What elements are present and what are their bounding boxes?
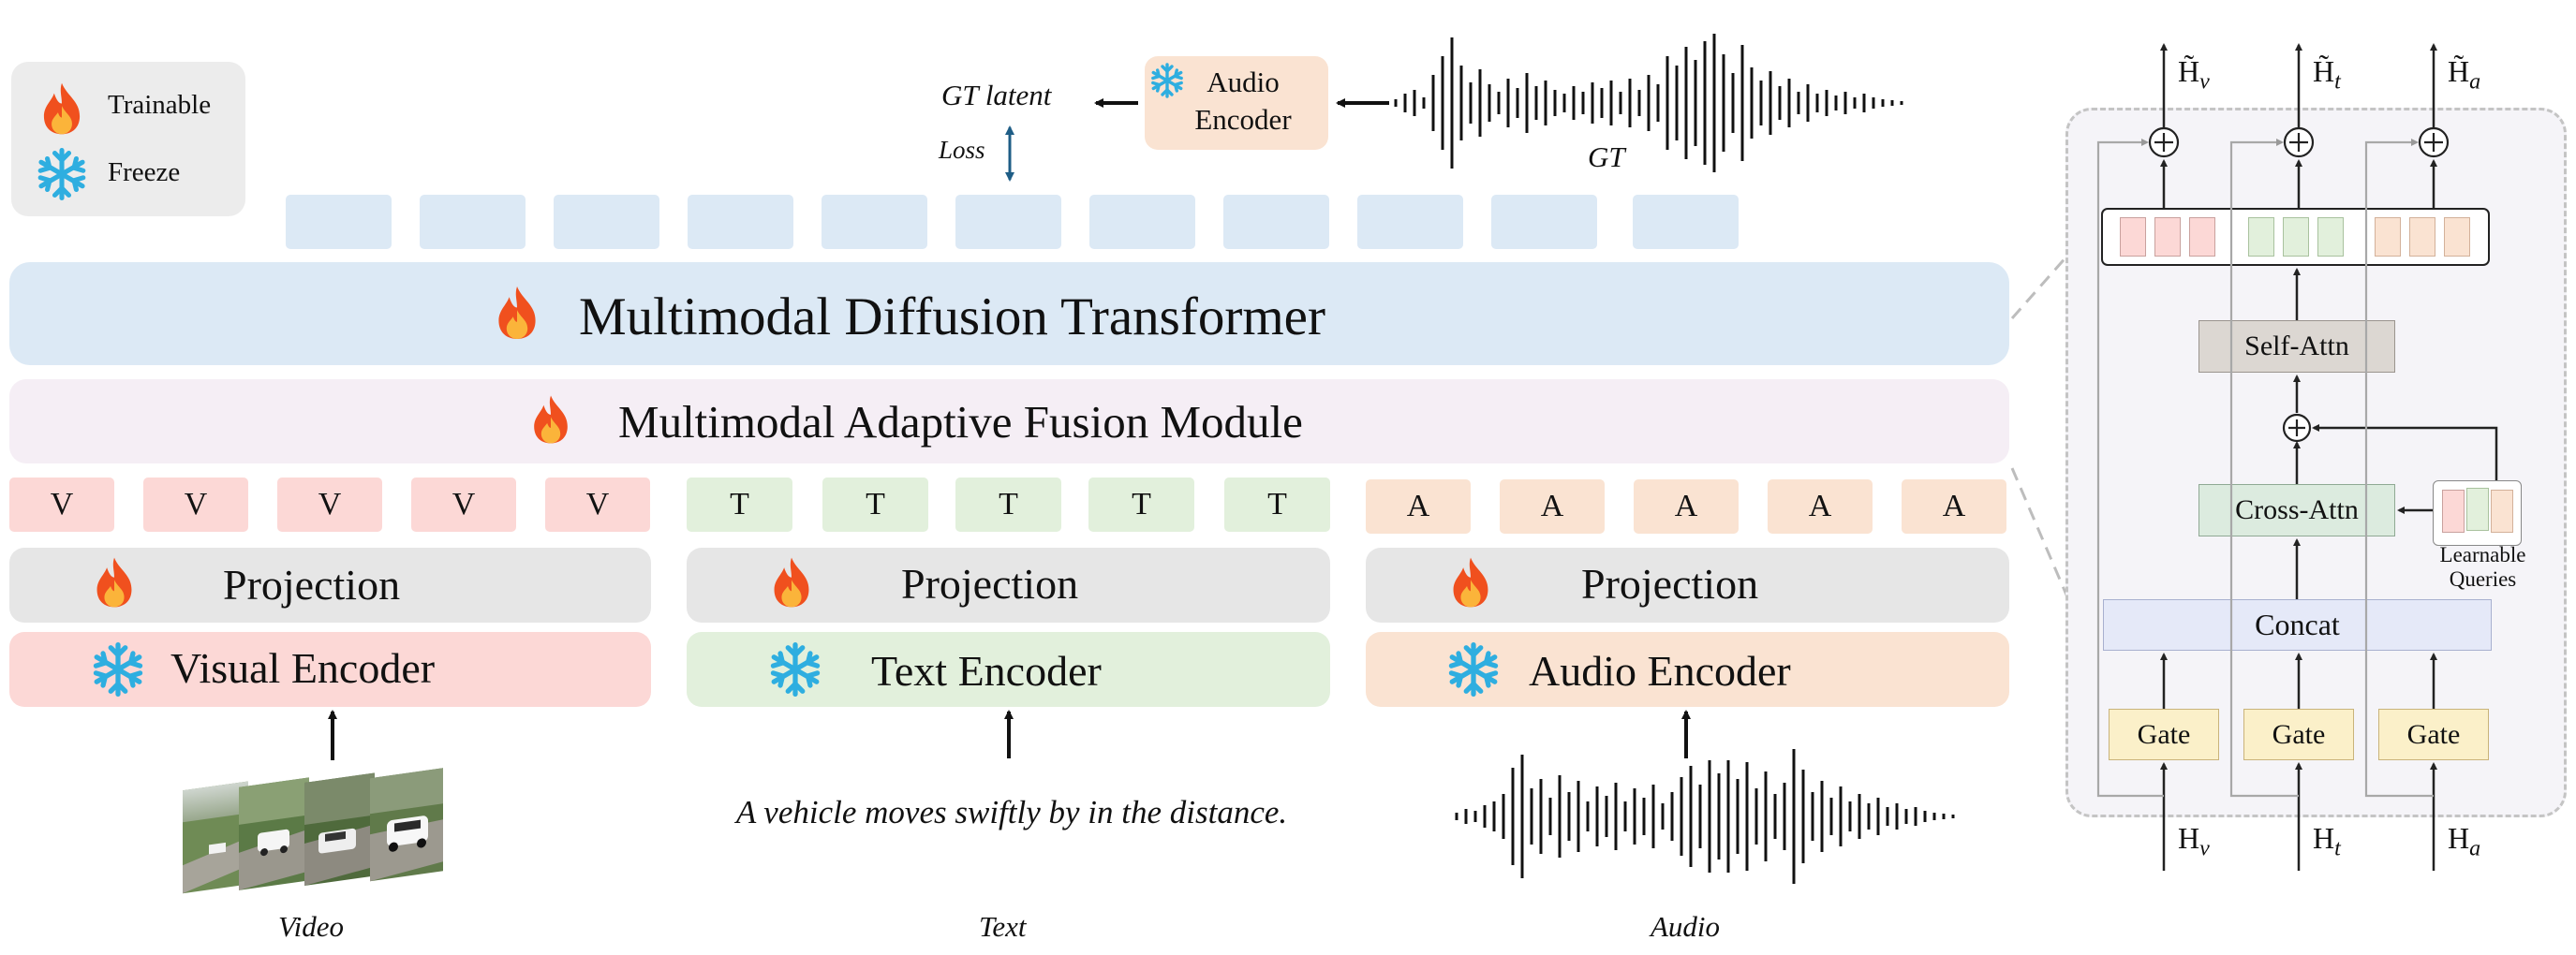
mmdit-bar [9,262,2009,365]
latent-token [688,195,793,249]
audio-caption: Audio [1651,910,1721,943]
fire-icon [491,284,543,342]
input-label-a: Ha [2448,821,2481,861]
latent-token [1089,195,1195,249]
visual-token-row: V V V V V [9,478,650,534]
text-caption: Text [979,910,1027,943]
zoom-line [2010,254,2070,319]
latent-token [1633,195,1739,249]
output-label-v: H̃v [2178,54,2210,95]
gt-waveform [1394,34,1903,172]
snowflake-icon [34,146,90,202]
mmdit-label: Multimodal Diffusion Transformer [579,287,1325,346]
output-label-a: H̃a [2448,54,2481,95]
fire-icon [89,555,140,610]
learnable-queries-stack [2433,480,2522,546]
audio-token: A [1634,479,1739,534]
fused-token [2120,217,2146,257]
query-card [2442,490,2465,533]
text-token: T [955,478,1061,532]
latent-token [554,195,659,249]
latent-token [1491,195,1597,249]
input-label-v: Hv [2178,821,2210,861]
audio-encoder-label: Audio Encoder [1529,647,1791,695]
text-token: T [1088,478,1194,532]
gt-label: GT [1588,140,1625,173]
gate-box-t: Gate [2243,709,2354,760]
fused-token [2409,217,2435,257]
output-label-t: H̃t [2313,54,2341,95]
query-card [2491,490,2513,533]
concat-box: Concat [2103,599,2492,651]
legend-panel [11,62,245,216]
text-token: T [1224,478,1330,532]
zoom-line [2010,467,2070,600]
latent-token [1357,195,1463,249]
audio-token: A [1768,479,1873,534]
gate-box-v: Gate [2109,709,2219,760]
text-token-row: T T T T T [687,478,1333,534]
latent-token [1223,195,1329,249]
latent-token [420,195,526,249]
gate-box-a: Gate [2378,709,2489,760]
text-token: T [822,478,928,532]
fused-token [2444,217,2470,257]
fire-icon [1445,555,1496,610]
visual-token: V [545,478,650,532]
fire-icon [766,555,817,610]
video-caption: Video [278,910,345,943]
fused-token-group [2101,208,2490,266]
visual-encoder-label: Visual Encoder [170,644,436,692]
snowflake-icon [1444,640,1503,698]
legend-freeze-label: Freeze [108,157,181,187]
fusion-label: Multimodal Adaptive Fusion Module [618,396,1303,448]
fused-token [2248,217,2274,257]
text-encoder-label: Text Encoder [871,647,1102,695]
text-projection-label: Projection [901,560,1079,608]
fused-token [2317,217,2344,257]
snowflake-icon [766,640,824,698]
top-audio-encoder-label: Audio Encoder [1194,66,1292,136]
fused-token [2154,217,2181,257]
audio-token-row: A A A A A [1366,479,2012,536]
text-sentence: A vehicle moves swiftly by in the distan… [735,794,1288,830]
latent-token [822,195,927,249]
audio-token: A [1500,479,1605,534]
learnable-queries-label: Learnable Queries [2439,543,2526,591]
fire-icon [526,393,575,446]
input-label-t: Ht [2313,821,2341,861]
fused-token [2283,217,2309,257]
video-frames [178,754,487,904]
visual-token: V [9,478,114,532]
latent-token [286,195,392,249]
snowflake-icon [1148,62,1186,99]
text-token: T [687,478,792,532]
audio-token: A [1902,479,2006,534]
latent-token [955,195,1061,249]
loss-label: Loss [939,136,985,164]
audio-projection-label: Projection [1581,560,1759,608]
fused-token [2189,217,2215,257]
fused-token [2375,217,2401,257]
fusion-bar [9,379,2009,463]
audio-token: A [1366,479,1471,534]
latent-token-row [286,195,1747,251]
visual-token: V [411,478,516,532]
query-card [2466,488,2489,531]
gt-latent-label: GT latent [941,79,1052,111]
visual-projection-label: Projection [223,561,401,609]
legend-trainable-label: Trainable [108,90,212,120]
audio-waveform [1455,749,1955,884]
fire-icon [36,81,88,137]
visual-token: V [277,478,382,532]
snowflake-icon [89,640,147,698]
visual-token: V [143,478,248,532]
